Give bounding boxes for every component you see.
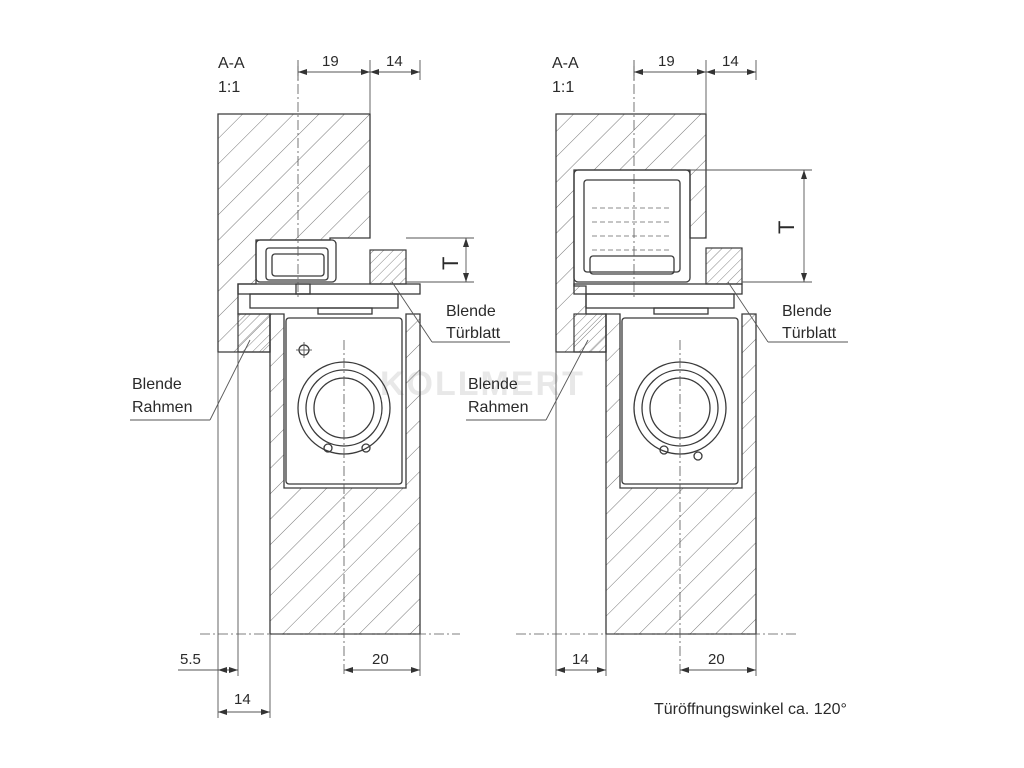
right-leader-turblatt	[727, 281, 769, 343]
left-dim-top-b: 14	[386, 53, 403, 70]
left-scale-label: 1:1	[218, 79, 240, 96]
right-dim-top-b: 14	[722, 53, 739, 70]
right-callout-turblatt-2: Türblatt	[782, 325, 837, 342]
left-hinge-frame-part	[255, 239, 337, 283]
left-dim-bottom-b: 14	[234, 691, 251, 708]
left-dim-bottom-right: 20	[372, 651, 389, 668]
right-screw-1	[659, 445, 669, 455]
right-callout-rahmen-2: Rahmen	[468, 399, 528, 416]
left-blende-rahmen	[237, 313, 271, 353]
left-blende-turblatt	[369, 249, 407, 285]
right-scale-label: 1:1	[552, 79, 574, 96]
left-callout-rahmen-2: Rahmen	[132, 399, 192, 416]
left-hinge-frame-inner	[265, 247, 329, 281]
right-plate-2	[585, 293, 735, 309]
left-plate-3	[317, 307, 373, 315]
left-callout-turblatt-1: Blende	[446, 303, 496, 320]
right-section-label: A-A	[552, 55, 579, 72]
left-dim-top-a: 19	[322, 53, 339, 70]
left-plate-1	[237, 283, 421, 295]
left-cylinder-ring	[305, 369, 383, 447]
right-screw-2	[693, 451, 703, 461]
left-leader-rahmen	[209, 339, 251, 421]
left-leader-turblatt	[391, 281, 433, 343]
right-section-view: 19 14 T A-A 1:1 Blende Türblatt Blende R…	[466, 53, 848, 676]
right-leader-rahmen	[545, 339, 589, 421]
right-blende-rahmen	[573, 313, 607, 353]
right-plate-3	[653, 307, 709, 315]
right-callout-turblatt-1: Blende	[782, 303, 832, 320]
left-depth-label: T	[438, 257, 463, 270]
right-depth-label: T	[774, 221, 799, 234]
right-plate-1	[573, 283, 743, 295]
right-dim-bottom-right: 20	[708, 651, 725, 668]
opening-angle-note: Türöffnungswinkel ca. 120°	[654, 701, 847, 718]
right-callout-rahmen-1: Blende	[468, 376, 518, 393]
right-dim-top-a: 19	[658, 53, 675, 70]
left-screw-1	[323, 443, 333, 453]
right-blende-turblatt	[705, 247, 743, 285]
left-dim-bottom-a: 5.5	[180, 651, 201, 668]
right-cylinder-ring	[641, 369, 719, 447]
left-pin	[295, 283, 311, 295]
right-hinge-inner	[583, 179, 681, 273]
left-callout-turblatt-2: Türblatt	[446, 325, 501, 342]
right-dim-bottom-left: 14	[572, 651, 589, 668]
right-hinge-bottom	[589, 255, 675, 275]
left-section-label: A-A	[218, 55, 245, 72]
right-hinge-frame-part	[573, 169, 691, 283]
left-plate-2	[249, 293, 399, 309]
left-section-view: 19 14 T A-A 1:1 Blende Türblatt Blende R…	[130, 53, 510, 718]
left-callout-rahmen-1: Blende	[132, 376, 182, 393]
left-door-leaf	[269, 313, 421, 635]
left-screw-2	[361, 443, 371, 453]
